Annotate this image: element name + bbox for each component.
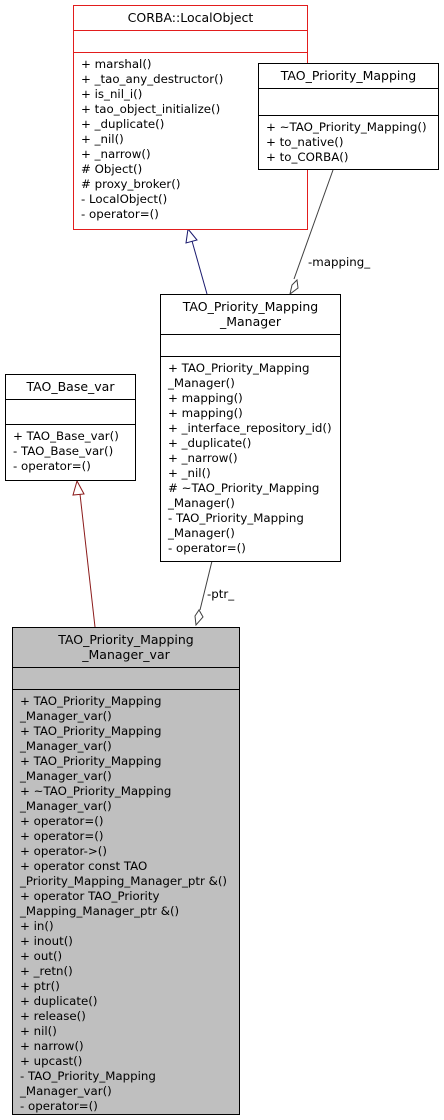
- operation: # Object(): [81, 162, 143, 176]
- class-operations: + TAO_Priority_Mapping _Manager() + mapp…: [161, 356, 340, 559]
- operation: + operator=(): [20, 829, 104, 843]
- operation: _Manager_var(): [20, 709, 112, 723]
- operation: - TAO_Base_var(): [13, 444, 114, 458]
- operation: + _duplicate(): [168, 436, 252, 450]
- operation: + _nil(): [168, 466, 211, 480]
- operation: + TAO_Priority_Mapping: [20, 724, 162, 738]
- operation: + release(): [20, 1009, 86, 1023]
- class-attributes: [13, 667, 239, 689]
- operation: + mapping(): [168, 391, 243, 405]
- operation: + to_CORBA(): [266, 150, 349, 164]
- operation: + mapping(): [168, 406, 243, 420]
- operation: + narrow(): [20, 1039, 84, 1053]
- class-operations: + TAO_Base_var() - TAO_Base_var() - oper…: [6, 424, 135, 477]
- operation: + operator const TAO: [20, 859, 148, 873]
- operation: _Manager(): [168, 526, 235, 540]
- class-operations: + marshal() + _tao_any_destructor() + is…: [74, 52, 307, 225]
- operation: - TAO_Priority_Mapping: [168, 511, 304, 525]
- operation: + ptr(): [20, 979, 60, 993]
- operation: + _nil(): [81, 132, 124, 146]
- aggregation-diamond-mapping: [289, 278, 299, 296]
- operation: _Priority_Mapping_Manager_ptr &(): [20, 874, 228, 888]
- operation: # proxy_broker(): [81, 177, 181, 191]
- operation: _Mapping_Manager_ptr &(): [20, 904, 180, 918]
- aggregation-diamond-ptr: [194, 609, 204, 627]
- class-title: TAO_Priority_Mapping: [280, 68, 417, 83]
- operation: + nil(): [20, 1024, 57, 1038]
- operation: + ~TAO_Priority_Mapping: [20, 784, 172, 798]
- class-box-tao-base-var[interactable]: TAO_Base_var + TAO_Base_var() - TAO_Base…: [5, 374, 136, 481]
- operation: + TAO_Base_var(): [13, 429, 119, 443]
- operation: _Manager_var(): [20, 739, 112, 753]
- operation: - operator=(): [81, 207, 159, 221]
- operation: + _retn(): [20, 964, 73, 978]
- operation: + _tao_any_destructor(): [81, 72, 224, 86]
- inheritance-line-basevar: [79, 493, 96, 628]
- operation: + upcast(): [20, 1054, 83, 1068]
- class-title: CORBA::LocalObject: [127, 10, 254, 25]
- association-line-ptr: [199, 560, 213, 611]
- operation: # ~TAO_Priority_Mapping: [168, 481, 320, 495]
- inheritance-line-corba: [191, 240, 208, 295]
- class-title: TAO_Base_var: [26, 379, 115, 394]
- class-box-tao-priority-mapping-manager-var[interactable]: TAO_Priority_Mapping _Manager_var + TAO_…: [12, 627, 240, 1115]
- operation: _Manager(): [168, 376, 235, 390]
- operation: + in(): [20, 919, 54, 933]
- operation: + duplicate(): [20, 994, 98, 1008]
- operation: + inout(): [20, 934, 73, 948]
- edge-label-ptr: -ptr_: [207, 587, 235, 601]
- operation: - operator=(): [20, 1099, 98, 1113]
- operation: + TAO_Priority_Mapping: [20, 694, 162, 708]
- operation: + out(): [20, 949, 63, 963]
- edge-label-mapping: -mapping_: [308, 255, 371, 269]
- operation: + _interface_repository_id(): [168, 421, 332, 435]
- operation: + is_nil_i(): [81, 87, 143, 101]
- operation: + _narrow(): [168, 451, 238, 465]
- operation: + TAO_Priority_Mapping: [20, 754, 162, 768]
- operation: _Manager_var(): [20, 769, 112, 783]
- class-box-corba-localobject[interactable]: CORBA::LocalObject + marshal() + _tao_an…: [73, 5, 308, 230]
- operation: + operator=(): [20, 814, 104, 828]
- operation: + tao_object_initialize(): [81, 102, 221, 116]
- operation: - TAO_Priority_Mapping: [20, 1069, 156, 1083]
- operation: - operator=(): [13, 459, 91, 473]
- class-operations: + ~TAO_Priority_Mapping() + to_native() …: [259, 115, 438, 168]
- operation: _Manager_var(): [20, 799, 112, 813]
- class-title: TAO_Priority_Mapping _Manager: [182, 299, 319, 329]
- operation: - LocalObject(): [81, 192, 168, 206]
- operation: - operator=(): [168, 541, 246, 555]
- operation: _Manager(): [168, 496, 235, 510]
- class-attributes: [259, 88, 438, 115]
- class-attributes: [161, 334, 340, 356]
- operation: + to_native(): [266, 135, 344, 149]
- class-box-tao-priority-mapping[interactable]: TAO_Priority_Mapping + ~TAO_Priority_Map…: [258, 63, 439, 170]
- class-title: TAO_Priority_Mapping _Manager_var: [58, 632, 194, 662]
- class-attributes: [74, 30, 307, 52]
- operation: + marshal(): [81, 57, 152, 71]
- inheritance-arrow-corba: [185, 227, 198, 244]
- operation: + operator->(): [20, 844, 107, 858]
- operation: + operator TAO_Priority: [20, 889, 160, 903]
- class-box-tao-priority-mapping-manager[interactable]: TAO_Priority_Mapping _Manager + TAO_Prio…: [160, 294, 341, 562]
- operation: _Manager_var(): [20, 1084, 112, 1098]
- inheritance-arrow-basevar: [72, 479, 85, 496]
- operation: + _narrow(): [81, 147, 151, 161]
- association-line-mapping: [293, 169, 334, 280]
- operation: + _duplicate(): [81, 117, 165, 131]
- operation: + ~TAO_Priority_Mapping(): [266, 120, 427, 134]
- operation: + TAO_Priority_Mapping: [168, 361, 310, 375]
- class-operations: + TAO_Priority_Mapping _Manager_var() + …: [13, 689, 239, 1117]
- class-attributes: [6, 399, 135, 424]
